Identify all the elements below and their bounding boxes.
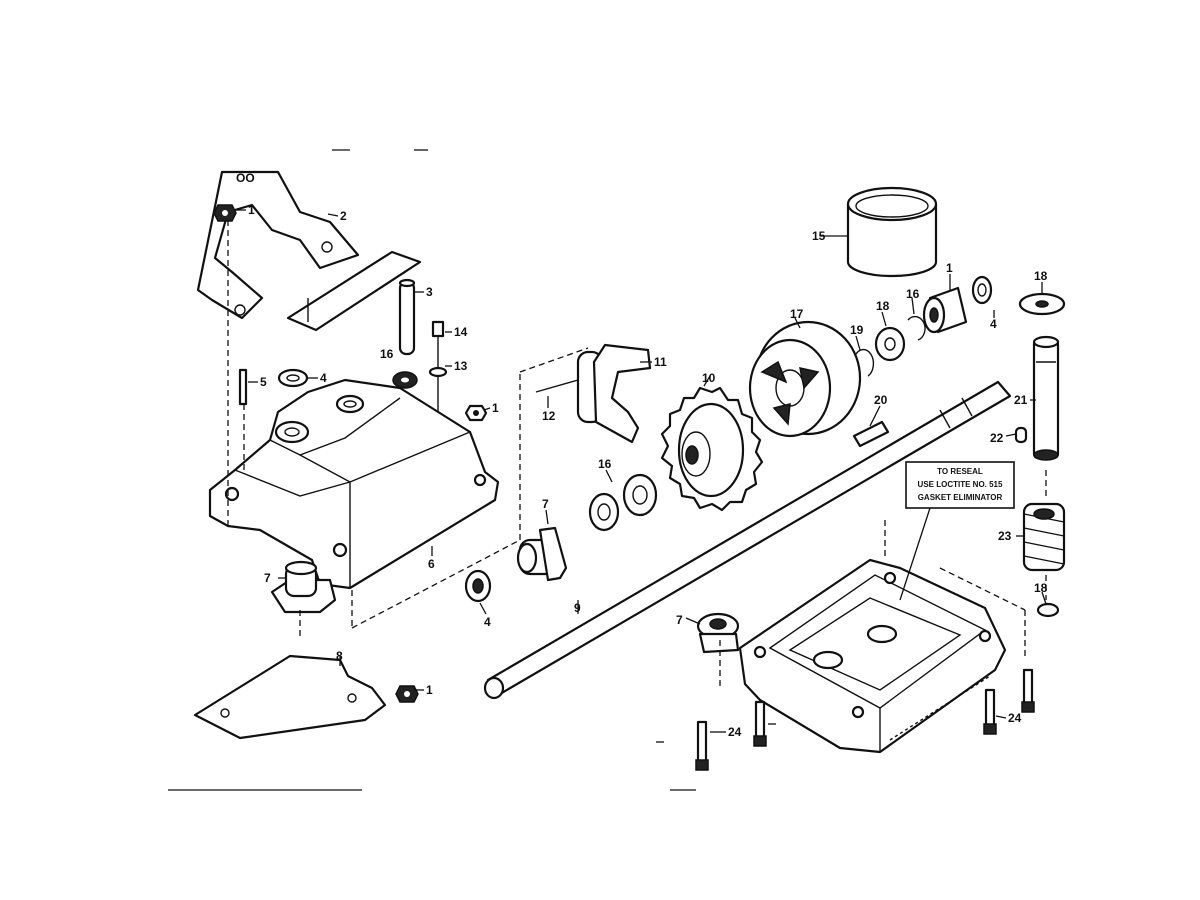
callout-6: 6 xyxy=(428,557,435,571)
bolt-part xyxy=(695,720,709,771)
collar-part xyxy=(922,286,968,334)
callout-11: 11 xyxy=(654,355,667,369)
callout-12: 12 xyxy=(542,409,556,423)
callout-16: 16 xyxy=(598,457,612,471)
callout-16: 16 xyxy=(906,287,920,301)
callout-7: 7 xyxy=(542,497,549,511)
callout-24: 24 xyxy=(1008,711,1022,725)
clamp-part xyxy=(576,343,652,444)
callout-13: 13 xyxy=(454,359,468,373)
plate-part xyxy=(286,250,422,332)
key-part xyxy=(852,420,890,448)
nut-part xyxy=(392,371,418,389)
bolt-part xyxy=(983,688,997,735)
bracket-part: OO xyxy=(196,170,360,320)
callout-18: 18 xyxy=(876,299,890,313)
callout-1: 1 xyxy=(248,203,255,217)
guide-line xyxy=(939,567,1026,611)
guide-line xyxy=(519,347,589,373)
callout-20: 20 xyxy=(874,393,888,407)
pin-part xyxy=(238,368,248,406)
callout-23: 23 xyxy=(998,529,1012,543)
note-line-1: TO RESEAL xyxy=(937,467,983,476)
callout-9: 9 xyxy=(574,601,581,615)
base-plate-part xyxy=(193,654,387,740)
callout-24: 24 xyxy=(728,725,742,739)
callout-16: 16 xyxy=(380,347,394,361)
leader-lines xyxy=(236,209,1047,733)
worm-shaft-part xyxy=(1032,335,1060,461)
callout-5: 5 xyxy=(260,375,267,389)
callout-18: 18 xyxy=(1034,269,1048,283)
callout-4: 4 xyxy=(990,317,997,331)
key-part xyxy=(1014,426,1028,444)
callout-3: 3 xyxy=(426,285,433,299)
callout-4: 4 xyxy=(320,371,327,385)
gear-housing-part xyxy=(208,378,500,590)
callout-1: 1 xyxy=(492,401,499,415)
callout-labels: 1 2 3 4 5 16 14 13 1 6 7 8 1 12 11 10 16… xyxy=(248,203,1048,739)
callout-7: 7 xyxy=(264,571,271,585)
gear-part xyxy=(660,386,764,512)
washer-part xyxy=(971,275,993,305)
callout-21: 21 xyxy=(1014,393,1028,407)
callout-4: 4 xyxy=(484,615,491,629)
washer-part xyxy=(1036,602,1060,618)
callout-2: 2 xyxy=(340,209,347,223)
bushing-part xyxy=(270,560,337,614)
callout-18: 18 xyxy=(1034,581,1048,595)
callout-7: 7 xyxy=(676,613,683,627)
note-line-2: USE LOCTITE NO. 515 xyxy=(918,480,1003,489)
sleeve-part xyxy=(846,186,938,278)
washer-part xyxy=(588,473,658,532)
guide-line xyxy=(351,539,521,629)
callout-15: 15 xyxy=(812,229,826,243)
nut-part xyxy=(464,404,488,422)
washer-part xyxy=(277,368,309,388)
stud-part xyxy=(398,278,416,356)
callout-1: 1 xyxy=(426,683,433,697)
scan-marks xyxy=(168,149,696,791)
snap-ring-part xyxy=(854,348,875,377)
washer-part xyxy=(1018,292,1066,316)
note-line-3: GASKET ELIMINATOR xyxy=(918,493,1003,502)
gear-case-part xyxy=(738,558,1007,754)
nut-part xyxy=(213,204,237,222)
pulley-part xyxy=(748,320,862,438)
nut-part xyxy=(395,685,419,703)
shaft-part xyxy=(483,380,1012,700)
reseal-note: TO RESEAL USE LOCTITE NO. 515 GASKET ELI… xyxy=(899,461,1015,601)
bushing-part xyxy=(516,526,568,582)
callout-22: 22 xyxy=(990,431,1004,445)
callout-8: 8 xyxy=(336,649,343,663)
bushing-part xyxy=(696,612,740,654)
callout-10: 10 xyxy=(702,371,716,385)
washer-part xyxy=(874,326,906,362)
bolt-part xyxy=(1021,668,1035,713)
washer-part xyxy=(428,366,448,378)
snap-ring-part xyxy=(907,315,926,341)
bolt-part xyxy=(753,700,767,747)
callout-14: 14 xyxy=(454,325,468,339)
svg-text:OO: OO xyxy=(236,171,255,185)
pin-part xyxy=(535,379,579,393)
washer-part xyxy=(464,569,492,603)
callout-17: 17 xyxy=(790,307,804,321)
callout-1: 1 xyxy=(946,261,953,275)
worm-gear-part xyxy=(1022,502,1066,572)
callout-19: 19 xyxy=(850,323,864,337)
